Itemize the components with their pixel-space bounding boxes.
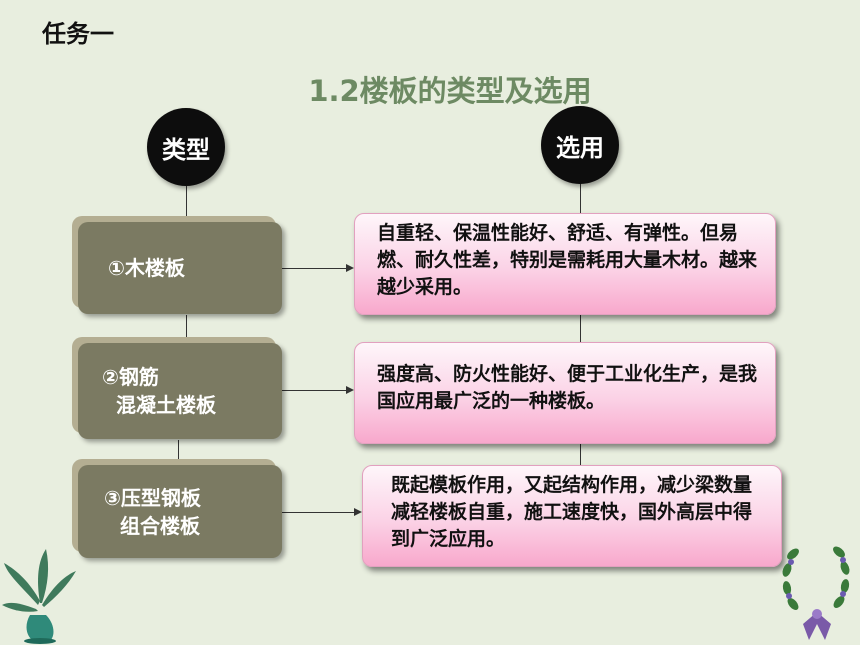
type-label: 组合楼板 — [120, 513, 200, 538]
plant-decoration-icon — [2, 549, 76, 644]
type-box-wood: ①木楼板 — [78, 222, 282, 314]
type-header-circle: 类型 — [147, 108, 225, 186]
arrowhead — [346, 264, 354, 272]
selection-box-concrete: 强度高、防火性能好、便于工业化生产，是我国应用最广泛的一种楼板。 — [354, 342, 776, 444]
connector-line — [580, 443, 581, 465]
type-label: ①木楼板 — [108, 256, 185, 280]
task-label: 任务一 — [42, 20, 114, 48]
type-label: ③压型钢板 — [104, 485, 201, 510]
type-box-steel-deck: ③压型钢板 组合楼板 — [78, 465, 282, 558]
connector-line — [178, 440, 179, 460]
arrow-line — [282, 390, 346, 391]
arrow-line — [282, 512, 354, 513]
wreath-decoration-icon — [782, 546, 850, 640]
slide-title: 1.2楼板的类型及选用 — [308, 74, 592, 108]
connector-line — [186, 315, 187, 340]
type-label: 混凝土楼板 — [116, 393, 216, 417]
type-label: ②钢筋 — [102, 365, 159, 389]
selection-box-steel-deck: 既起模板作用，又起结构作用，减少梁数量减轻楼板自重，施工速度快，国外高层中得到广… — [362, 465, 782, 567]
arrowhead — [354, 508, 362, 516]
connector-line — [186, 185, 187, 225]
arrow-line — [282, 268, 346, 269]
connector-line — [580, 315, 581, 343]
selection-box-wood: 自重轻、保温性能好、舒适、有弹性。但易燃、耐久性差，特别是需耗用大量木材。越来越… — [354, 213, 776, 315]
type-box-concrete: ②钢筋 混凝土楼板 — [78, 343, 282, 439]
selection-header-circle: 选用 — [541, 106, 619, 184]
connector-line — [580, 182, 581, 215]
arrowhead — [346, 386, 354, 394]
